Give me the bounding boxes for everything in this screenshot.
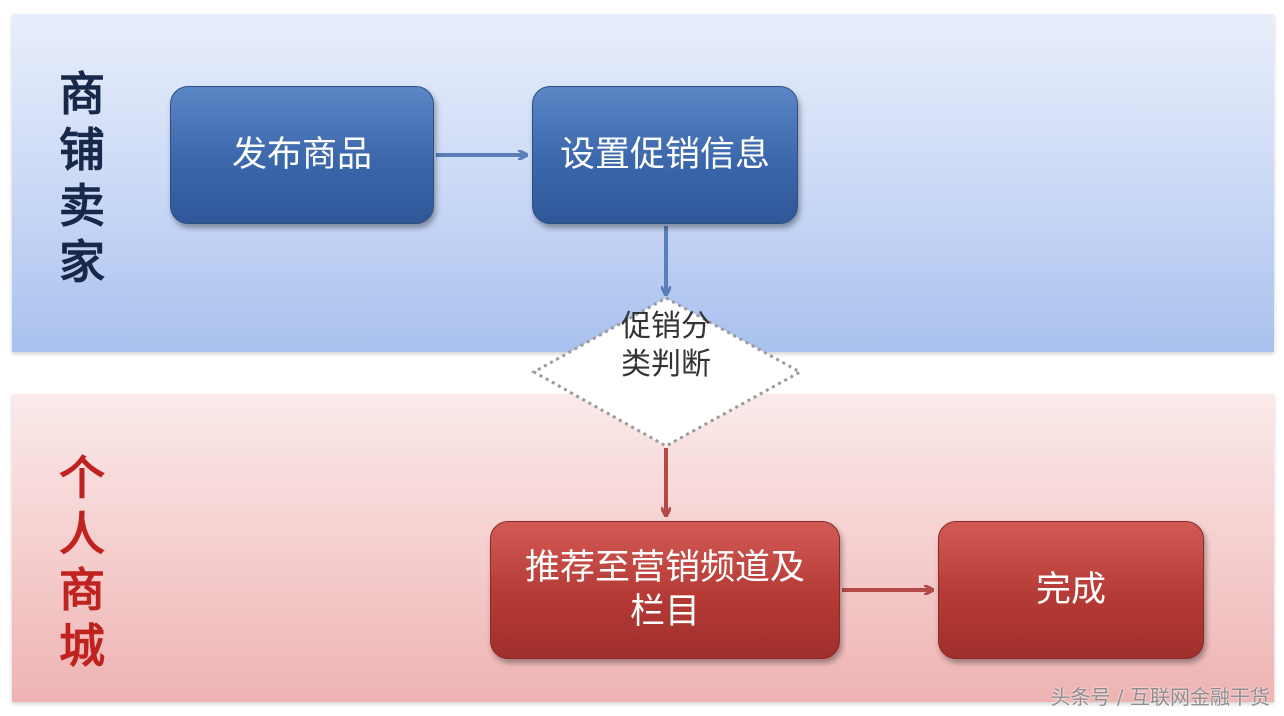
decision-diamond bbox=[530, 296, 804, 448]
node-set-promotion-info: 设置促销信息 bbox=[532, 86, 798, 224]
seller-lane-label: 商铺卖家 bbox=[59, 67, 105, 289]
decision-label: 促销分类判断 bbox=[621, 309, 711, 382]
mall-lane-label: 个人商城 bbox=[59, 451, 105, 673]
node-recommend-channel: 推荐至营销频道及栏目 bbox=[490, 521, 840, 659]
node-done: 完成 bbox=[938, 521, 1204, 659]
node-publish-product: 发布商品 bbox=[170, 86, 434, 224]
watermark-text: 头条号 / 互联网金融干货 bbox=[1050, 685, 1270, 709]
